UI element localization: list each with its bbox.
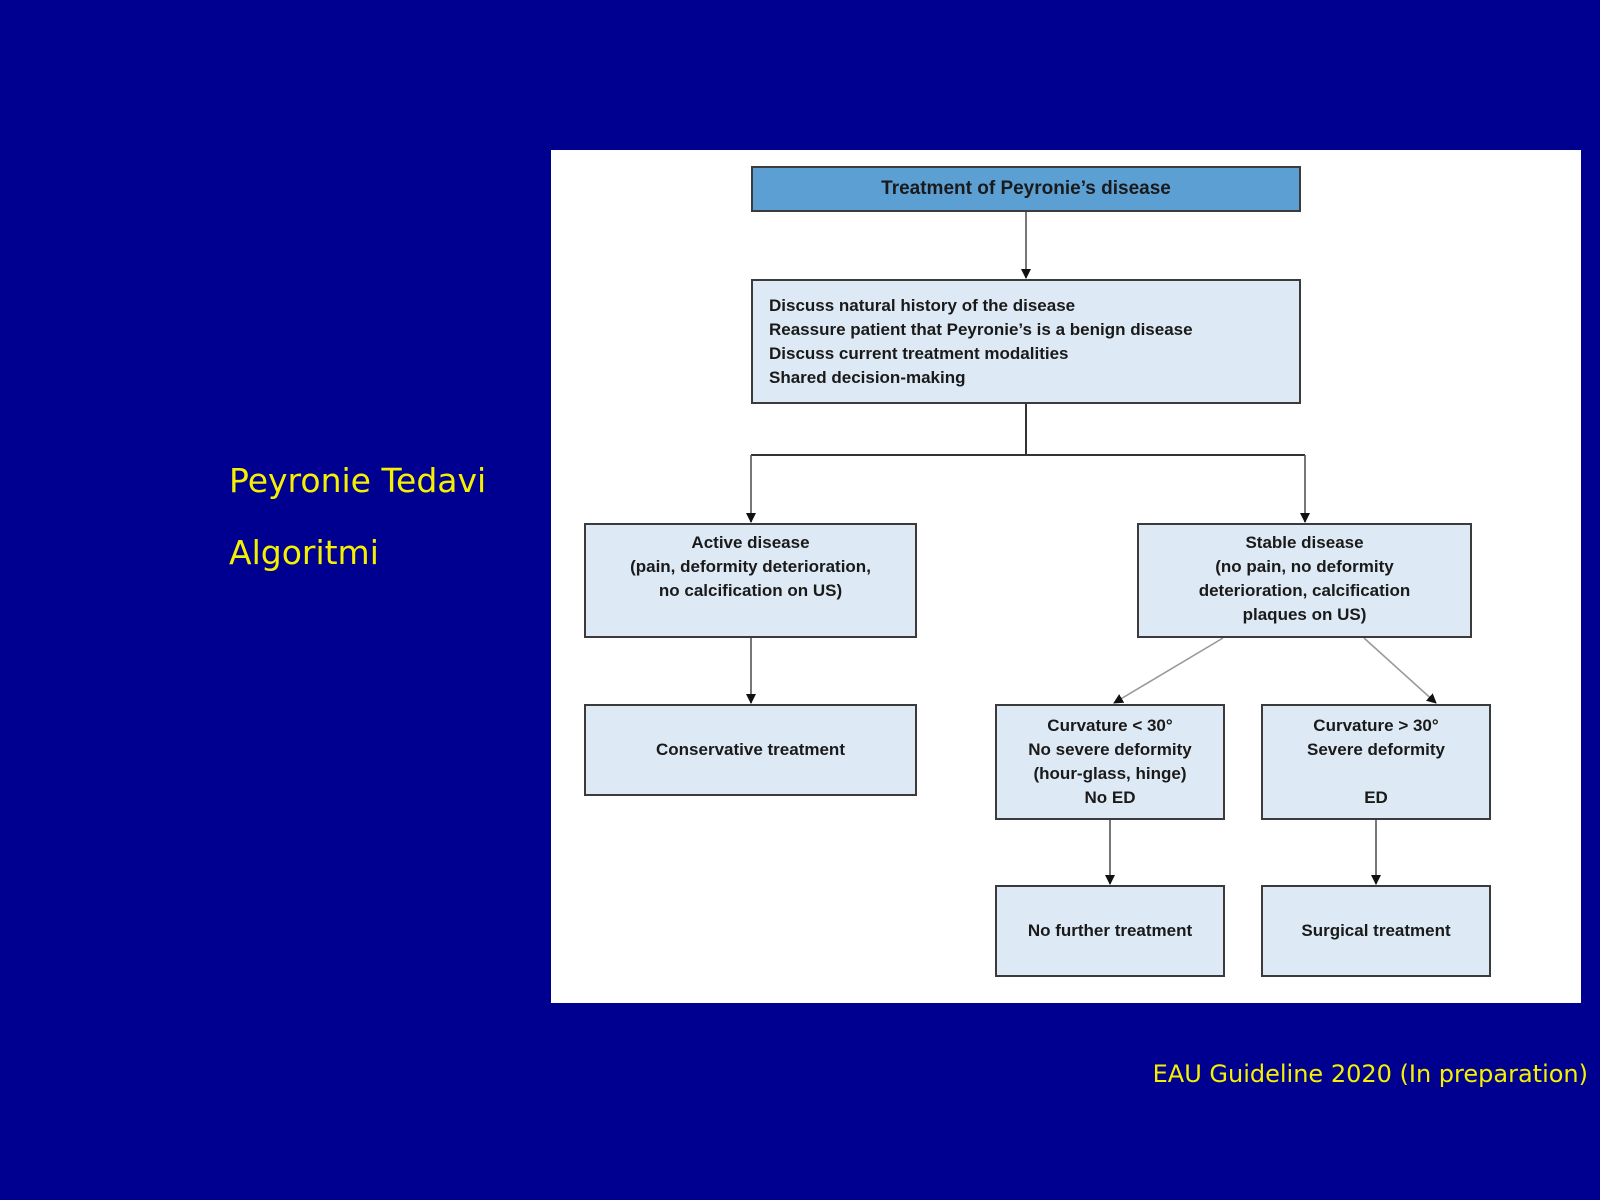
flowchart-title-box: Treatment of Peyronie’s disease bbox=[751, 166, 1301, 212]
citation: EAU Guideline 2020 (In preparation) bbox=[1152, 1060, 1588, 1088]
conservative-treatment-box: Conservative treatment bbox=[584, 704, 917, 796]
stable-disease-box: Stable disease (no pain, no deformity de… bbox=[1137, 523, 1472, 638]
curvature-high-line: Severe deformity bbox=[1307, 740, 1445, 759]
curvature-low-line: No ED bbox=[1084, 788, 1136, 807]
active-disease-box: Active disease (pain, deformity deterior… bbox=[584, 523, 917, 638]
discuss-line: Reassure patient that Peyronie’s is a be… bbox=[769, 319, 1193, 339]
flowchart-title: Treatment of Peyronie’s disease bbox=[881, 178, 1171, 199]
curvature-low-line: No severe deformity bbox=[1028, 740, 1192, 759]
curvature-high-line: Curvature > 30° bbox=[1313, 716, 1439, 735]
conservative-treatment-label: Conservative treatment bbox=[656, 740, 845, 759]
surgical-treatment-label: Surgical treatment bbox=[1301, 921, 1451, 940]
discuss-line: Discuss current treatment modalities bbox=[769, 343, 1069, 363]
flowchart-panel: Treatment of Peyronie’s disease Discuss … bbox=[551, 150, 1581, 1003]
active-disease-line: no calcification on US) bbox=[658, 581, 843, 600]
curvature-low-box: Curvature < 30° No severe deformity (hou… bbox=[995, 704, 1225, 820]
no-further-treatment-box: No further treatment bbox=[995, 885, 1225, 977]
discuss-line: Discuss natural history of the disease bbox=[769, 295, 1076, 315]
stable-disease-line: plaques on US) bbox=[1242, 605, 1367, 624]
slide-title-line-1: Peyronie Tedavi bbox=[229, 461, 487, 500]
slide-title-line-2: Algoritmi bbox=[229, 533, 379, 572]
surgical-treatment-box: Surgical treatment bbox=[1261, 885, 1491, 977]
flowchart-connectors bbox=[746, 212, 1437, 885]
curvature-low-line: (hour-glass, hinge) bbox=[1033, 764, 1187, 783]
arrow-stable-to-curv-high bbox=[1363, 637, 1437, 704]
stable-disease-line: deterioration, calcification bbox=[1198, 581, 1411, 600]
curvature-high-line: ED bbox=[1364, 788, 1388, 807]
stable-disease-heading: Stable disease bbox=[1245, 533, 1364, 552]
curvature-high-box: Curvature > 30° Severe deformity ED bbox=[1261, 704, 1491, 820]
discuss-box: Discuss natural history of the disease R… bbox=[751, 279, 1301, 404]
arrow-stable-to-curv-low bbox=[1113, 637, 1224, 704]
discuss-line: Shared decision-making bbox=[769, 367, 966, 387]
curvature-low-line: Curvature < 30° bbox=[1047, 716, 1173, 735]
stable-disease-line: (no pain, no deformity bbox=[1215, 557, 1394, 576]
active-disease-line: (pain, deformity deterioration, bbox=[630, 557, 871, 576]
active-disease-heading: Active disease bbox=[691, 533, 810, 552]
no-further-treatment-label: No further treatment bbox=[1027, 921, 1193, 940]
